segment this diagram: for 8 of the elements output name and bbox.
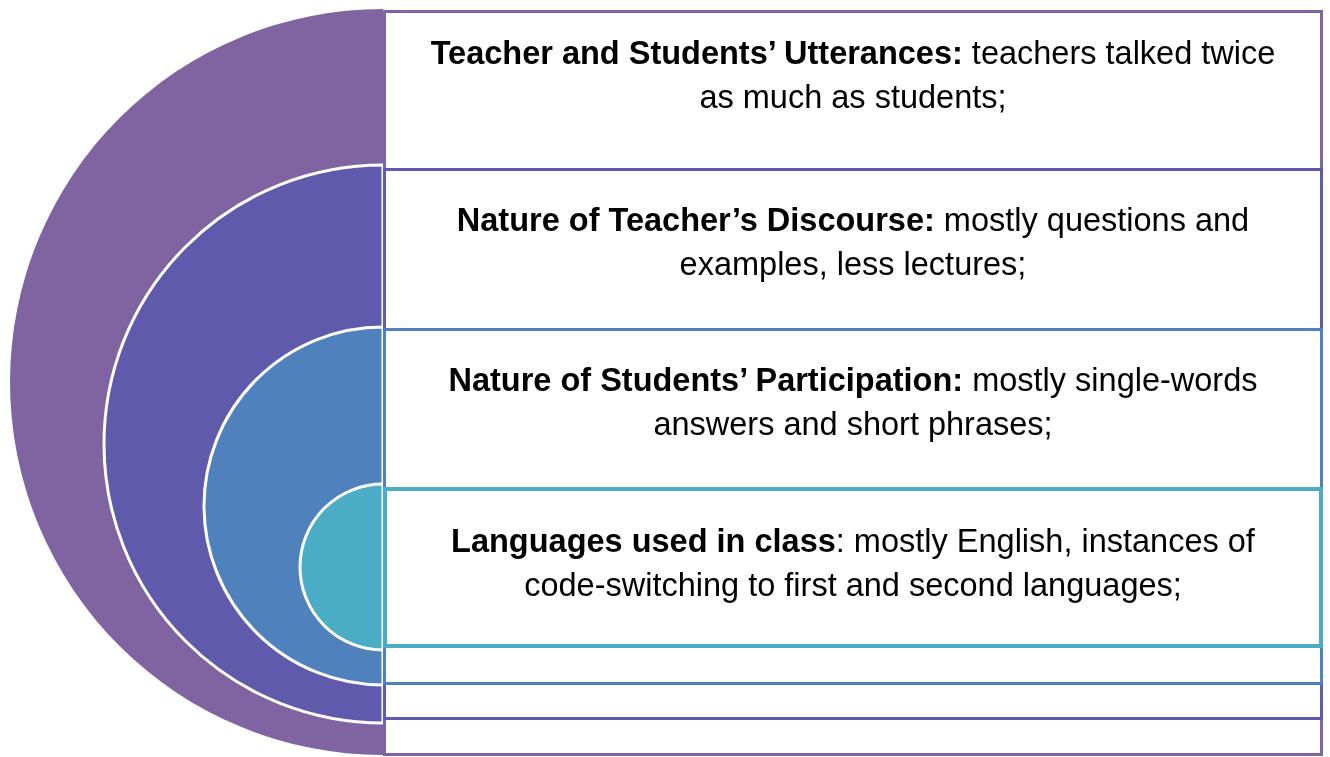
description-text: Languages used in class: mostly English, instances of code-switching to first and second languages; (450, 522, 1256, 605)
description-text: Teacher and Students’ Utterances: teachers talked twice as much as students; (429, 34, 1277, 117)
description-text: Nature of Teacher’s Discourse: mostly questions and examples, less lectures; (455, 201, 1251, 284)
description-text: Nature of Students’ Participation: mostly single-words answers and short phrases; (447, 361, 1259, 444)
text-box (383, 487, 1323, 648)
text-box (383, 328, 1323, 685)
text-box (383, 10, 1323, 756)
text-box (383, 168, 1323, 720)
